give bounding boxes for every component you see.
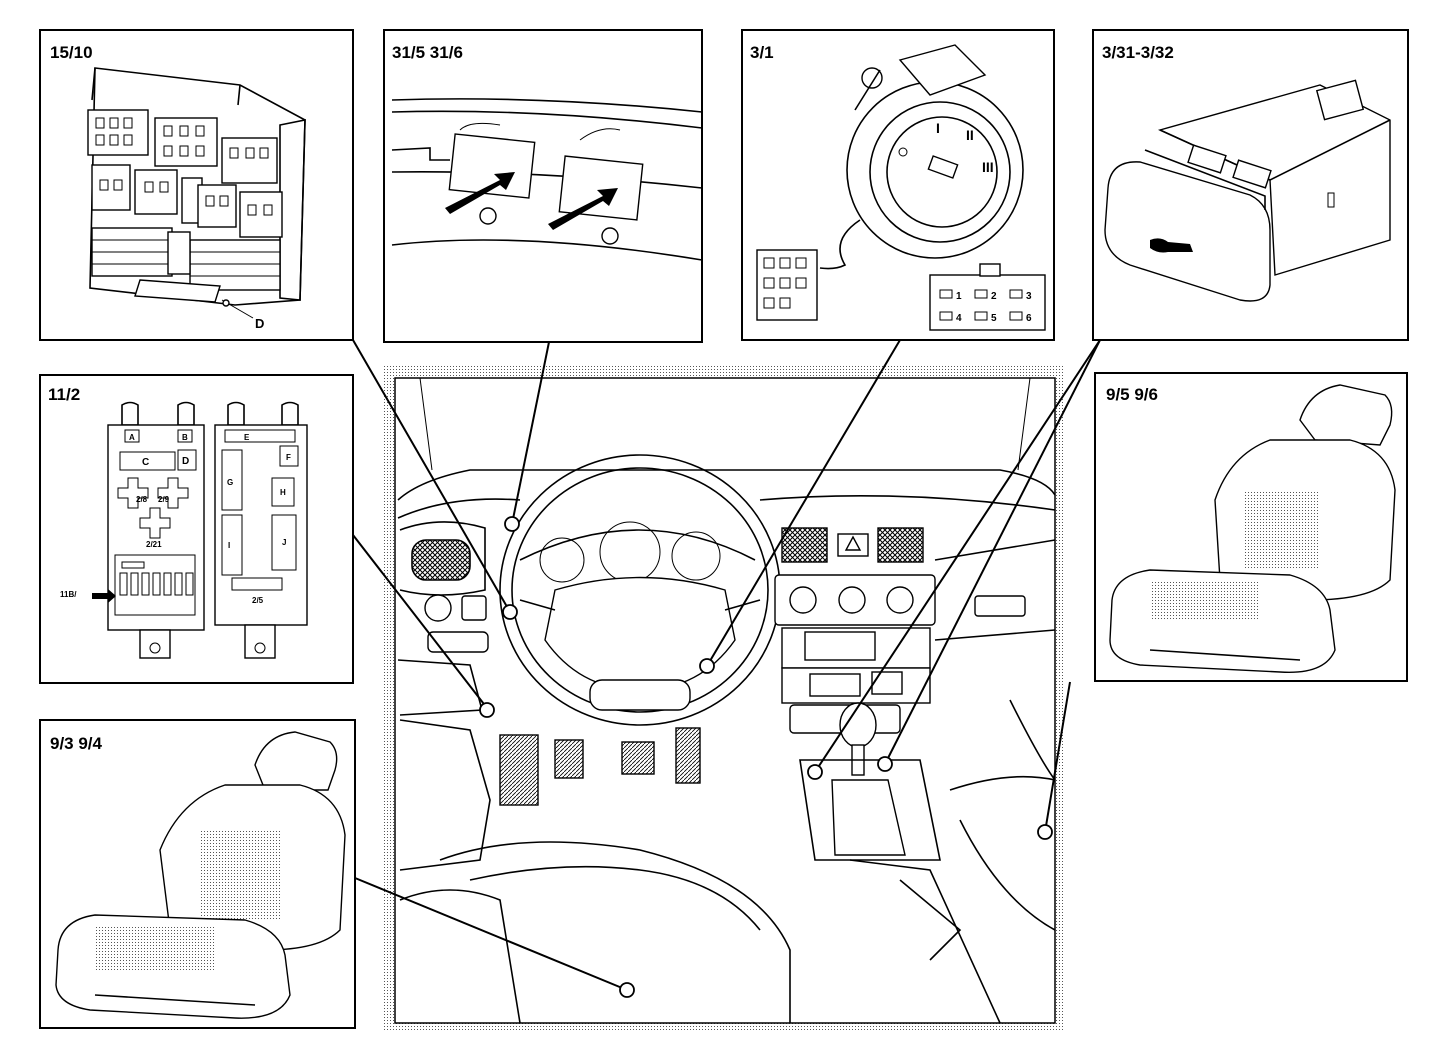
fuse-label-c: C — [142, 457, 149, 468]
fuse-label-e: E — [244, 433, 250, 442]
panel-label-15-10: 15/10 — [50, 43, 93, 62]
svg-text:6: 6 — [1026, 313, 1032, 324]
panel-label-3-31: 3/31-3/32 — [1102, 43, 1174, 62]
marker-9-3 — [619, 982, 635, 998]
fuse-label-2-9: 2/9 — [158, 495, 170, 504]
panel-3-31: 3/31-3/32 — [1092, 29, 1409, 341]
panel-label-31-5: 31/5 31/6 — [392, 43, 463, 62]
callout-d: D — [255, 316, 264, 331]
fuse-label-b: B — [182, 433, 188, 442]
fuse-label-i: I — [228, 541, 230, 550]
dashboard-main-view — [383, 366, 1063, 1031]
fuse-label-2-8: 2/8 — [136, 495, 148, 504]
position-i: I — [936, 120, 940, 136]
marker-3-32 — [877, 756, 893, 772]
pin-legend: 1 2 3 4 5 6 — [939, 289, 1032, 324]
panel-label-11-2: 11/2 — [48, 385, 80, 404]
marker-11-2 — [479, 702, 495, 718]
svg-text:5: 5 — [991, 313, 997, 324]
position-iii: III — [982, 159, 994, 175]
svg-text:3: 3 — [1026, 291, 1032, 302]
svg-text:1: 1 — [956, 291, 962, 302]
marker-3-31 — [807, 764, 823, 780]
panel-11-2: 11/2 A B C D 2/8 2/9 2/21 11B/ — [39, 374, 354, 684]
leader-lines — [352, 339, 1101, 991]
marker-3-1 — [699, 658, 715, 674]
fuse-label-2-21: 2/21 — [146, 540, 162, 549]
fuse-label-d: D — [182, 456, 189, 467]
location-markers — [479, 516, 1053, 998]
panel-31-5: 31/5 31/6 — [383, 29, 703, 343]
fuse-label-g: G — [227, 478, 233, 487]
panel-3-1: 3/1 I II III 1 2 3 4 — [741, 29, 1055, 341]
svg-text:2: 2 — [991, 291, 997, 302]
panel-9-5: 9/5 9/6 — [1094, 372, 1408, 682]
marker-31-5 — [504, 516, 520, 532]
fuse-label-h: H — [280, 488, 286, 497]
panel-15-10: 15/10 — [39, 29, 354, 341]
fuse-label-f: F — [286, 453, 291, 462]
marker-15-10 — [502, 604, 518, 620]
panel-label-9-5: 9/5 9/6 — [1106, 385, 1158, 404]
callout-11b: 11B/ — [60, 590, 77, 599]
fuse-label-a: A — [129, 433, 135, 442]
panel-9-3: 9/3 9/4 — [39, 719, 356, 1029]
svg-text:4: 4 — [956, 313, 962, 324]
fuse-label-2-5: 2/5 — [252, 596, 264, 605]
panel-label-3-1: 3/1 — [750, 43, 774, 62]
position-ii: II — [966, 127, 974, 143]
marker-9-5 — [1037, 824, 1053, 840]
panel-label-9-3: 9/3 9/4 — [50, 734, 103, 753]
fuse-label-j: J — [282, 538, 286, 547]
